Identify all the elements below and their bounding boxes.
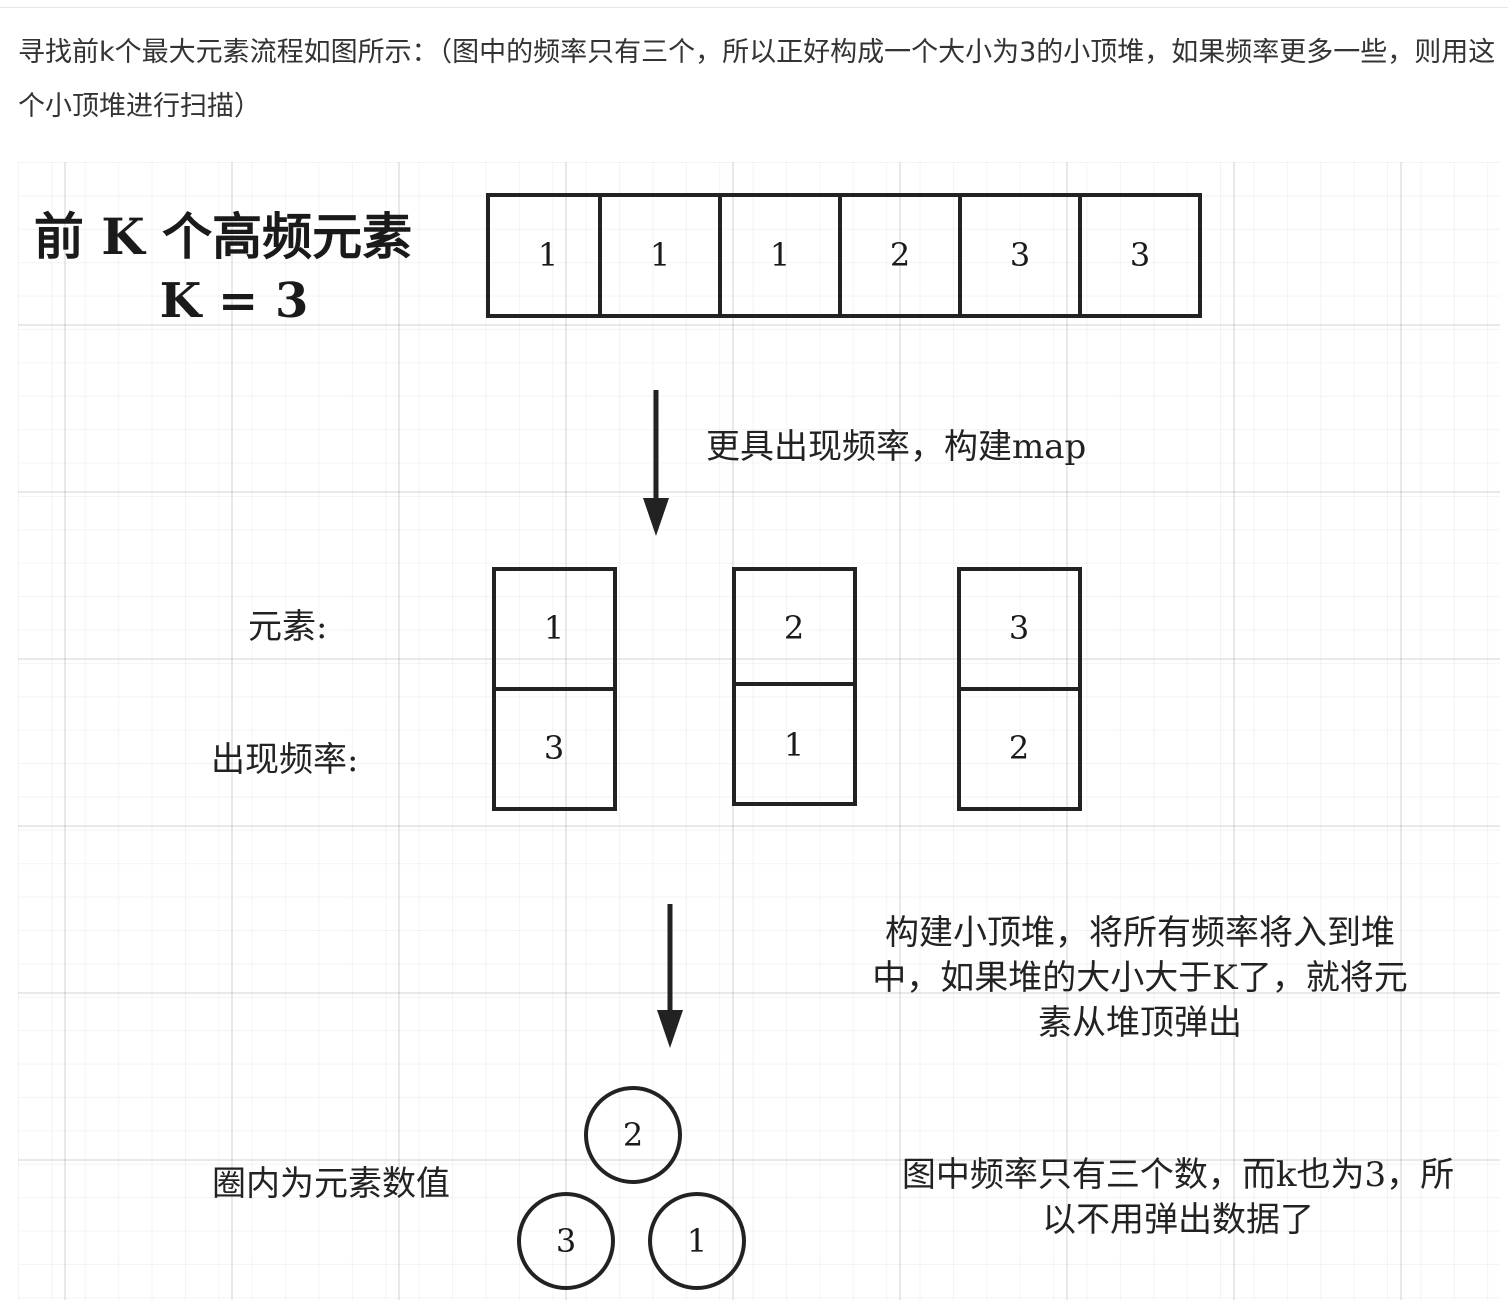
map-element-value: 1 bbox=[544, 609, 564, 647]
map-frequency-value: 3 bbox=[544, 729, 564, 767]
heap-note: 图中频率只有三个数，而k也为3，所 以不用弹出数据了 bbox=[902, 1155, 1454, 1240]
step-build-map-label: 更具出现频率，构建map bbox=[706, 427, 1086, 467]
map-frequency-value: 2 bbox=[1009, 729, 1029, 767]
arrow-down-2 bbox=[657, 904, 683, 1048]
map-entry: 1 3 bbox=[492, 567, 617, 811]
circle-legend: 圈内为元素数值 bbox=[212, 1164, 450, 1204]
svg-text:3: 3 bbox=[556, 1222, 576, 1260]
intro-paragraph: 寻找前k个最大元素流程如图所示：（图中的频率只有三个，所以正好构成一个大小为3的… bbox=[18, 37, 1496, 122]
row-label-frequency: 出现频率: bbox=[211, 740, 358, 780]
k-value-label: K = 3 bbox=[160, 273, 309, 329]
diagram-title: 前 K 个高频元素 bbox=[34, 207, 412, 266]
input-array-frame bbox=[486, 193, 1202, 318]
svg-text:以不用弹出数据了: 以不用弹出数据了 bbox=[1042, 1200, 1314, 1240]
map-frequency-value: 1 bbox=[784, 726, 804, 764]
map-element-value: 2 bbox=[784, 609, 804, 647]
svg-text:2: 2 bbox=[623, 1116, 643, 1154]
array-cell-value: 2 bbox=[890, 236, 910, 274]
row-label-element: 元素: bbox=[248, 607, 327, 647]
heap-node-right: 1 bbox=[648, 1192, 746, 1290]
array-cell-value: 3 bbox=[1130, 236, 1150, 274]
diagram-canvas: 前 K 个高频元素 K = 3 1 1 1 2 3 3 更具出现频率，构建map… bbox=[34, 193, 1454, 1290]
top-divider bbox=[0, 0, 1508, 8]
map-entry: 2 1 bbox=[732, 567, 857, 806]
array-cell-value: 1 bbox=[538, 236, 558, 274]
svg-text:1: 1 bbox=[687, 1222, 707, 1260]
array-cell-value: 3 bbox=[1010, 236, 1030, 274]
array-cell-value: 1 bbox=[770, 236, 790, 274]
map-element-value: 3 bbox=[1009, 609, 1029, 647]
input-array: 1 1 1 2 3 3 bbox=[486, 193, 1202, 318]
arrow-down-1 bbox=[643, 390, 669, 536]
heap-node-left: 3 bbox=[517, 1192, 615, 1290]
step-build-heap-label: 构建小顶堆，将所有频率将入到堆 中，如果堆的大小大于K了，就将元 素从堆顶弹出 bbox=[872, 913, 1407, 1043]
array-cell-value: 1 bbox=[650, 236, 670, 274]
map-entry: 3 2 bbox=[957, 567, 1082, 811]
topk-diagram: 前 K 个高频元素 K = 3 1 1 1 2 3 3 更具出现频率，构建map… bbox=[18, 162, 1500, 1300]
svg-text:图中频率只有三个数，而k也为3，所: 图中频率只有三个数，而k也为3，所 bbox=[902, 1155, 1454, 1195]
svg-text:素从堆顶弹出: 素从堆顶弹出 bbox=[1038, 1003, 1242, 1043]
svg-text:中，如果堆的大小大于K了，就将元: 中，如果堆的大小大于K了，就将元 bbox=[872, 958, 1407, 998]
heap-node-root: 2 bbox=[584, 1086, 682, 1184]
svg-text:构建小顶堆，将所有频率将入到堆: 构建小顶堆，将所有频率将入到堆 bbox=[885, 913, 1395, 953]
